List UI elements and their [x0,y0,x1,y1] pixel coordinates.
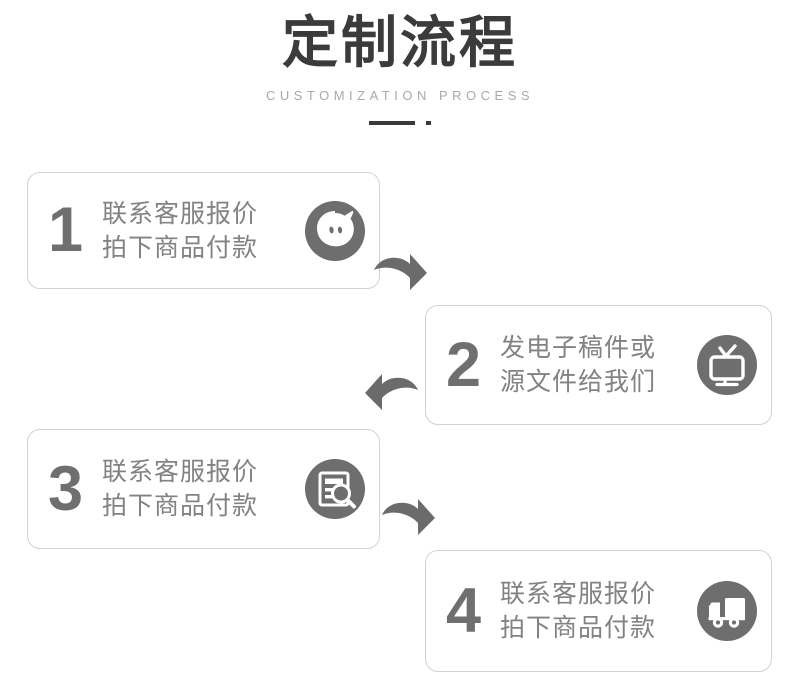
step-card-4[interactable]: 4 联系客服报价 拍下商品付款 [425,550,772,672]
step-card-2[interactable]: 2 发电子稿件或 源文件给我们 [425,305,772,425]
step-text-line-2: 源文件给我们 [500,368,657,396]
step-text-line-1: 联系客服报价 [102,199,259,228]
document-search-icon [303,457,367,521]
wangwang-chat-icon [303,199,367,263]
step-text-line-2: 拍下商品付款 [500,614,657,642]
arrow-step2-to-step3 [360,368,422,430]
step-number-1: 1 [47,195,83,265]
step-text-line-1: 联系客服报价 [500,580,657,608]
step-text-line-1: 发电子稿件或 [500,334,657,362]
step-text-4: 联系客服报价 拍下商品付款 [494,577,695,645]
step-number-2: 2 [445,329,481,400]
step-card-3[interactable]: 3 联系客服报价 拍下商品付款 [27,429,380,549]
arrow-step3-to-step4 [378,493,440,555]
step-card-1[interactable]: 1 联系客服报价 拍下商品付款 [27,172,380,289]
step-number-3: 3 [47,453,83,524]
delivery-truck-icon [695,579,759,643]
arrow-step1-to-step2 [370,248,432,310]
divider-dash [369,121,415,125]
step-text-line-2: 拍下商品付款 [102,233,259,262]
title-divider [369,120,431,126]
page-subtitle: CUSTOMIZATION PROCESS [265,88,535,103]
page-header: 定制流程 CUSTOMIZATION PROCESS [0,0,800,126]
step-text-2: 发电子稿件或 源文件给我们 [494,331,695,399]
divider-dot [426,121,431,125]
step-number-4: 4 [445,575,481,646]
page-title: 定制流程 [282,11,518,74]
step-text-1: 联系客服报价 拍下商品付款 [96,197,303,265]
monitor-tv-icon [695,333,759,397]
step-text-line-2: 拍下商品付款 [102,492,259,520]
step-text-line-1: 联系客服报价 [102,458,259,486]
step-text-3: 联系客服报价 拍下商品付款 [96,455,303,523]
